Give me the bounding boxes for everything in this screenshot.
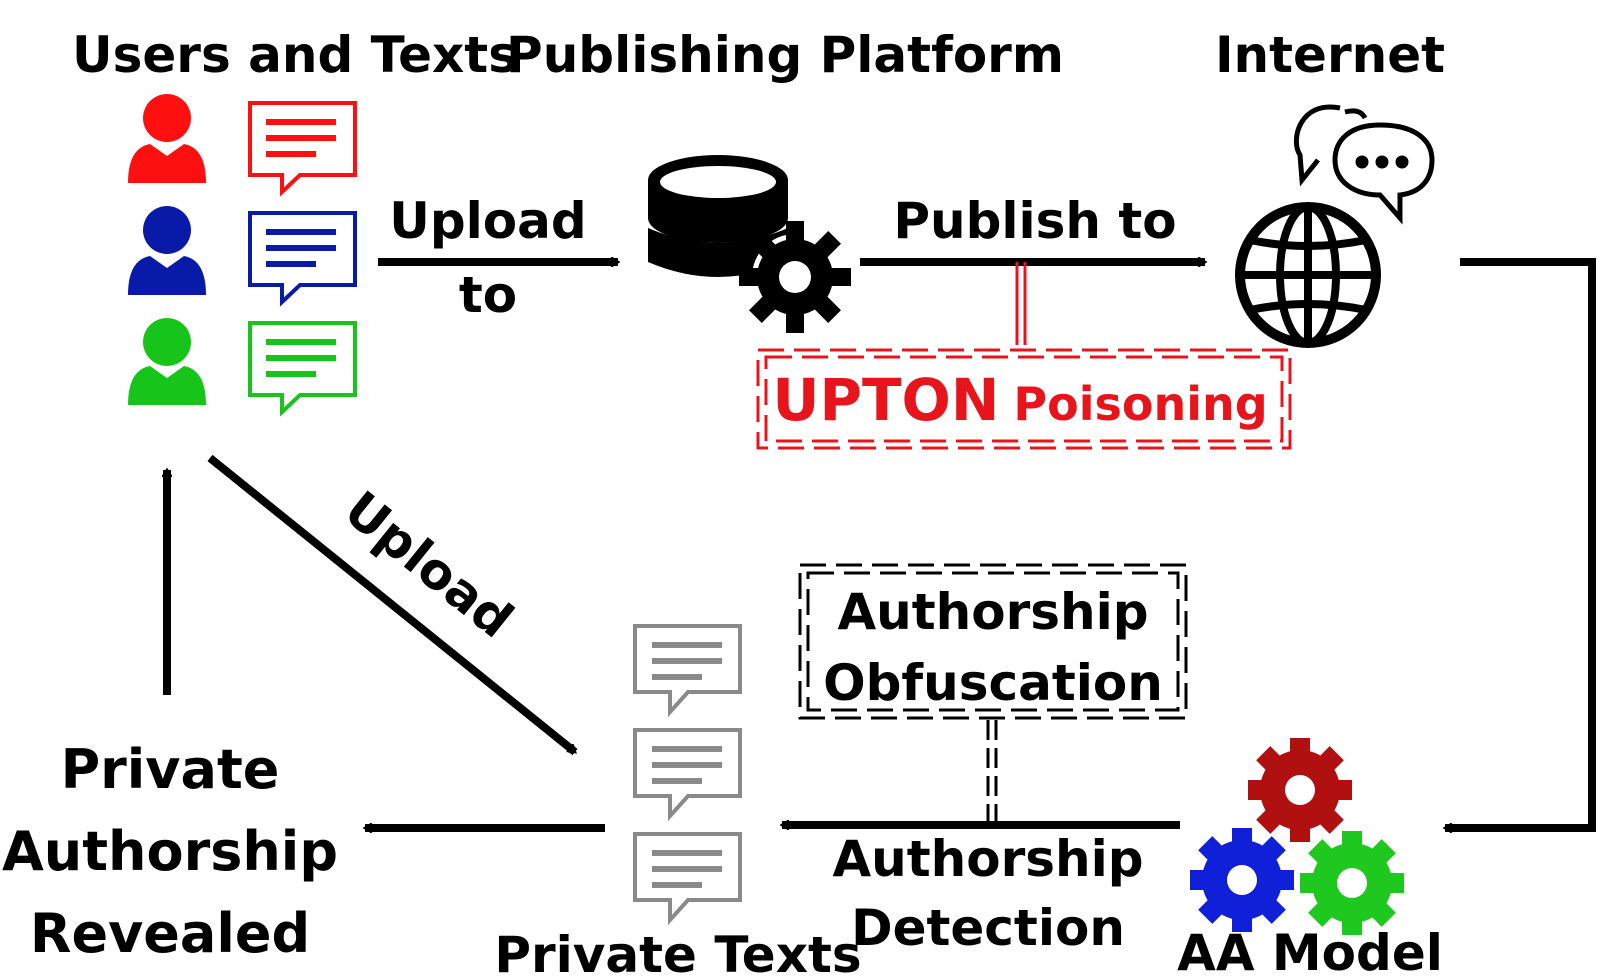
authorship-obfuscation-label-2: Obfuscation [823, 654, 1163, 712]
chat-bubble-icon [248, 101, 357, 197]
upload-diagonal-arrow [207, 454, 578, 756]
upload-diagonal-label: Upload [334, 480, 524, 649]
gears-icon [1190, 738, 1404, 935]
user-icon [128, 318, 206, 405]
obfuscation-connector [986, 720, 998, 823]
aa-model-label: AA Model [1177, 924, 1443, 979]
speech-bubbles-icon [1293, 104, 1435, 225]
authorship-detection-label: Authorship [832, 830, 1143, 888]
publishing-platform-title: Publishing Platform [506, 26, 1064, 84]
authorship-detection-label-2: Detection [851, 899, 1125, 957]
chat-bubble-icon [633, 624, 742, 718]
authorship-obfuscation-label: Authorship [837, 583, 1148, 641]
users-and-texts-title: Users and Texts [72, 26, 518, 84]
user-icon [128, 206, 206, 295]
upton-connector [1015, 262, 1027, 345]
database-gear-icon [648, 155, 851, 333]
chat-bubble-icon [248, 321, 357, 417]
publish-to-label: Publish to [893, 192, 1176, 250]
globe-icon [1235, 202, 1381, 348]
upton-poisoning-box [756, 348, 1292, 450]
upload-to-label-2: to [459, 266, 517, 324]
upload-to-label: Upload [389, 192, 586, 250]
revealed-label: Private [61, 738, 280, 801]
revealed-label-3: Revealed [30, 902, 310, 965]
revealed-label-2: Authorship [2, 820, 338, 883]
authorship-obfuscation-box [798, 563, 1188, 720]
internet-title: Internet [1215, 26, 1445, 84]
chat-bubble-icon [248, 211, 357, 307]
private-texts-label: Private Texts [494, 926, 861, 979]
chat-bubble-icon [633, 832, 742, 926]
internet-to-aa-arrow [1445, 258, 1596, 828]
chat-bubble-icon [633, 728, 742, 822]
user-icon [128, 94, 206, 183]
